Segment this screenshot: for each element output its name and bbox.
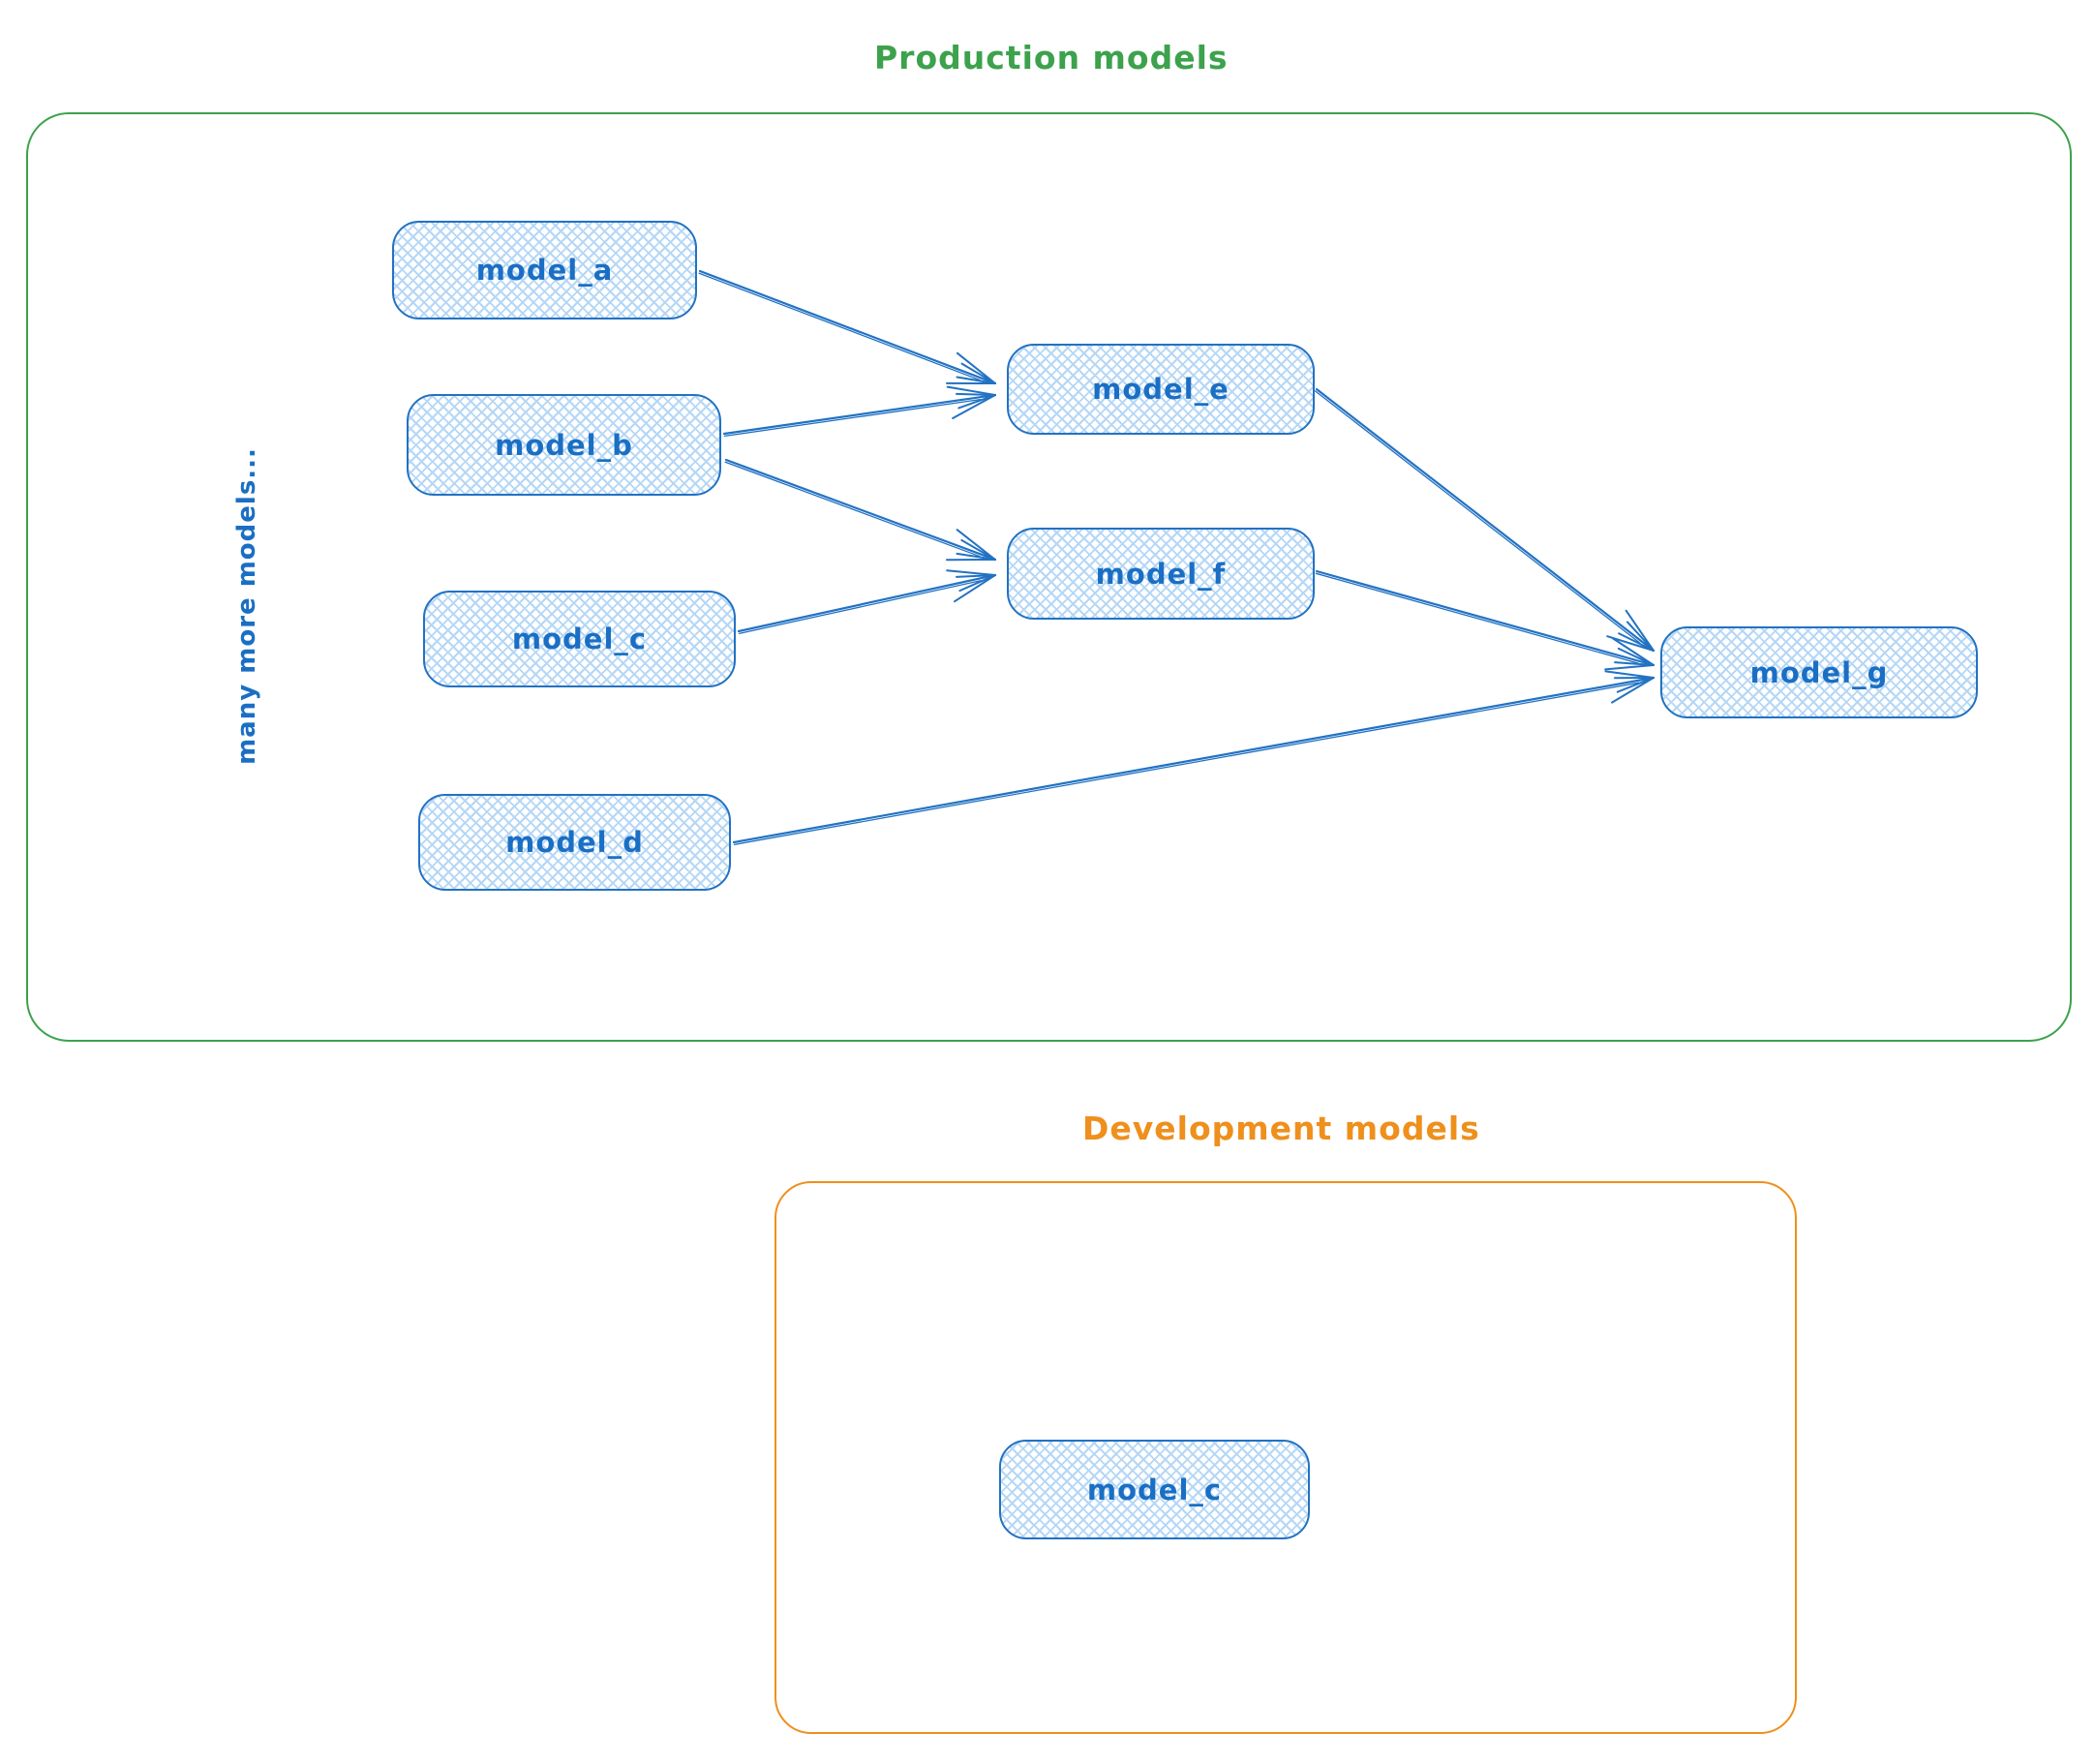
- node-model_e: model_e: [1007, 344, 1315, 435]
- node-model_b: model_b: [407, 394, 721, 496]
- node-label: model_a: [475, 254, 614, 287]
- node-model_c: model_c: [423, 591, 736, 687]
- node-label: model_c: [1086, 1473, 1223, 1506]
- node-label: model_b: [495, 428, 633, 462]
- node-label: model_e: [1092, 373, 1230, 406]
- production-container: [26, 112, 2072, 1042]
- node-model_a: model_a: [392, 221, 697, 319]
- production-group-title: Production models: [874, 39, 1229, 76]
- node-model_d: model_d: [418, 794, 731, 891]
- development-container: [774, 1181, 1797, 1734]
- node-model_g: model_g: [1660, 626, 1978, 718]
- node-model_f: model_f: [1007, 528, 1315, 620]
- development-group-title: Development models: [1082, 1110, 1480, 1147]
- node-label: model_d: [505, 826, 644, 859]
- node-label: model_c: [511, 623, 648, 655]
- node-label: model_f: [1095, 557, 1227, 591]
- node-model_c_dev: model_c: [999, 1440, 1310, 1539]
- node-label: model_g: [1749, 655, 1889, 689]
